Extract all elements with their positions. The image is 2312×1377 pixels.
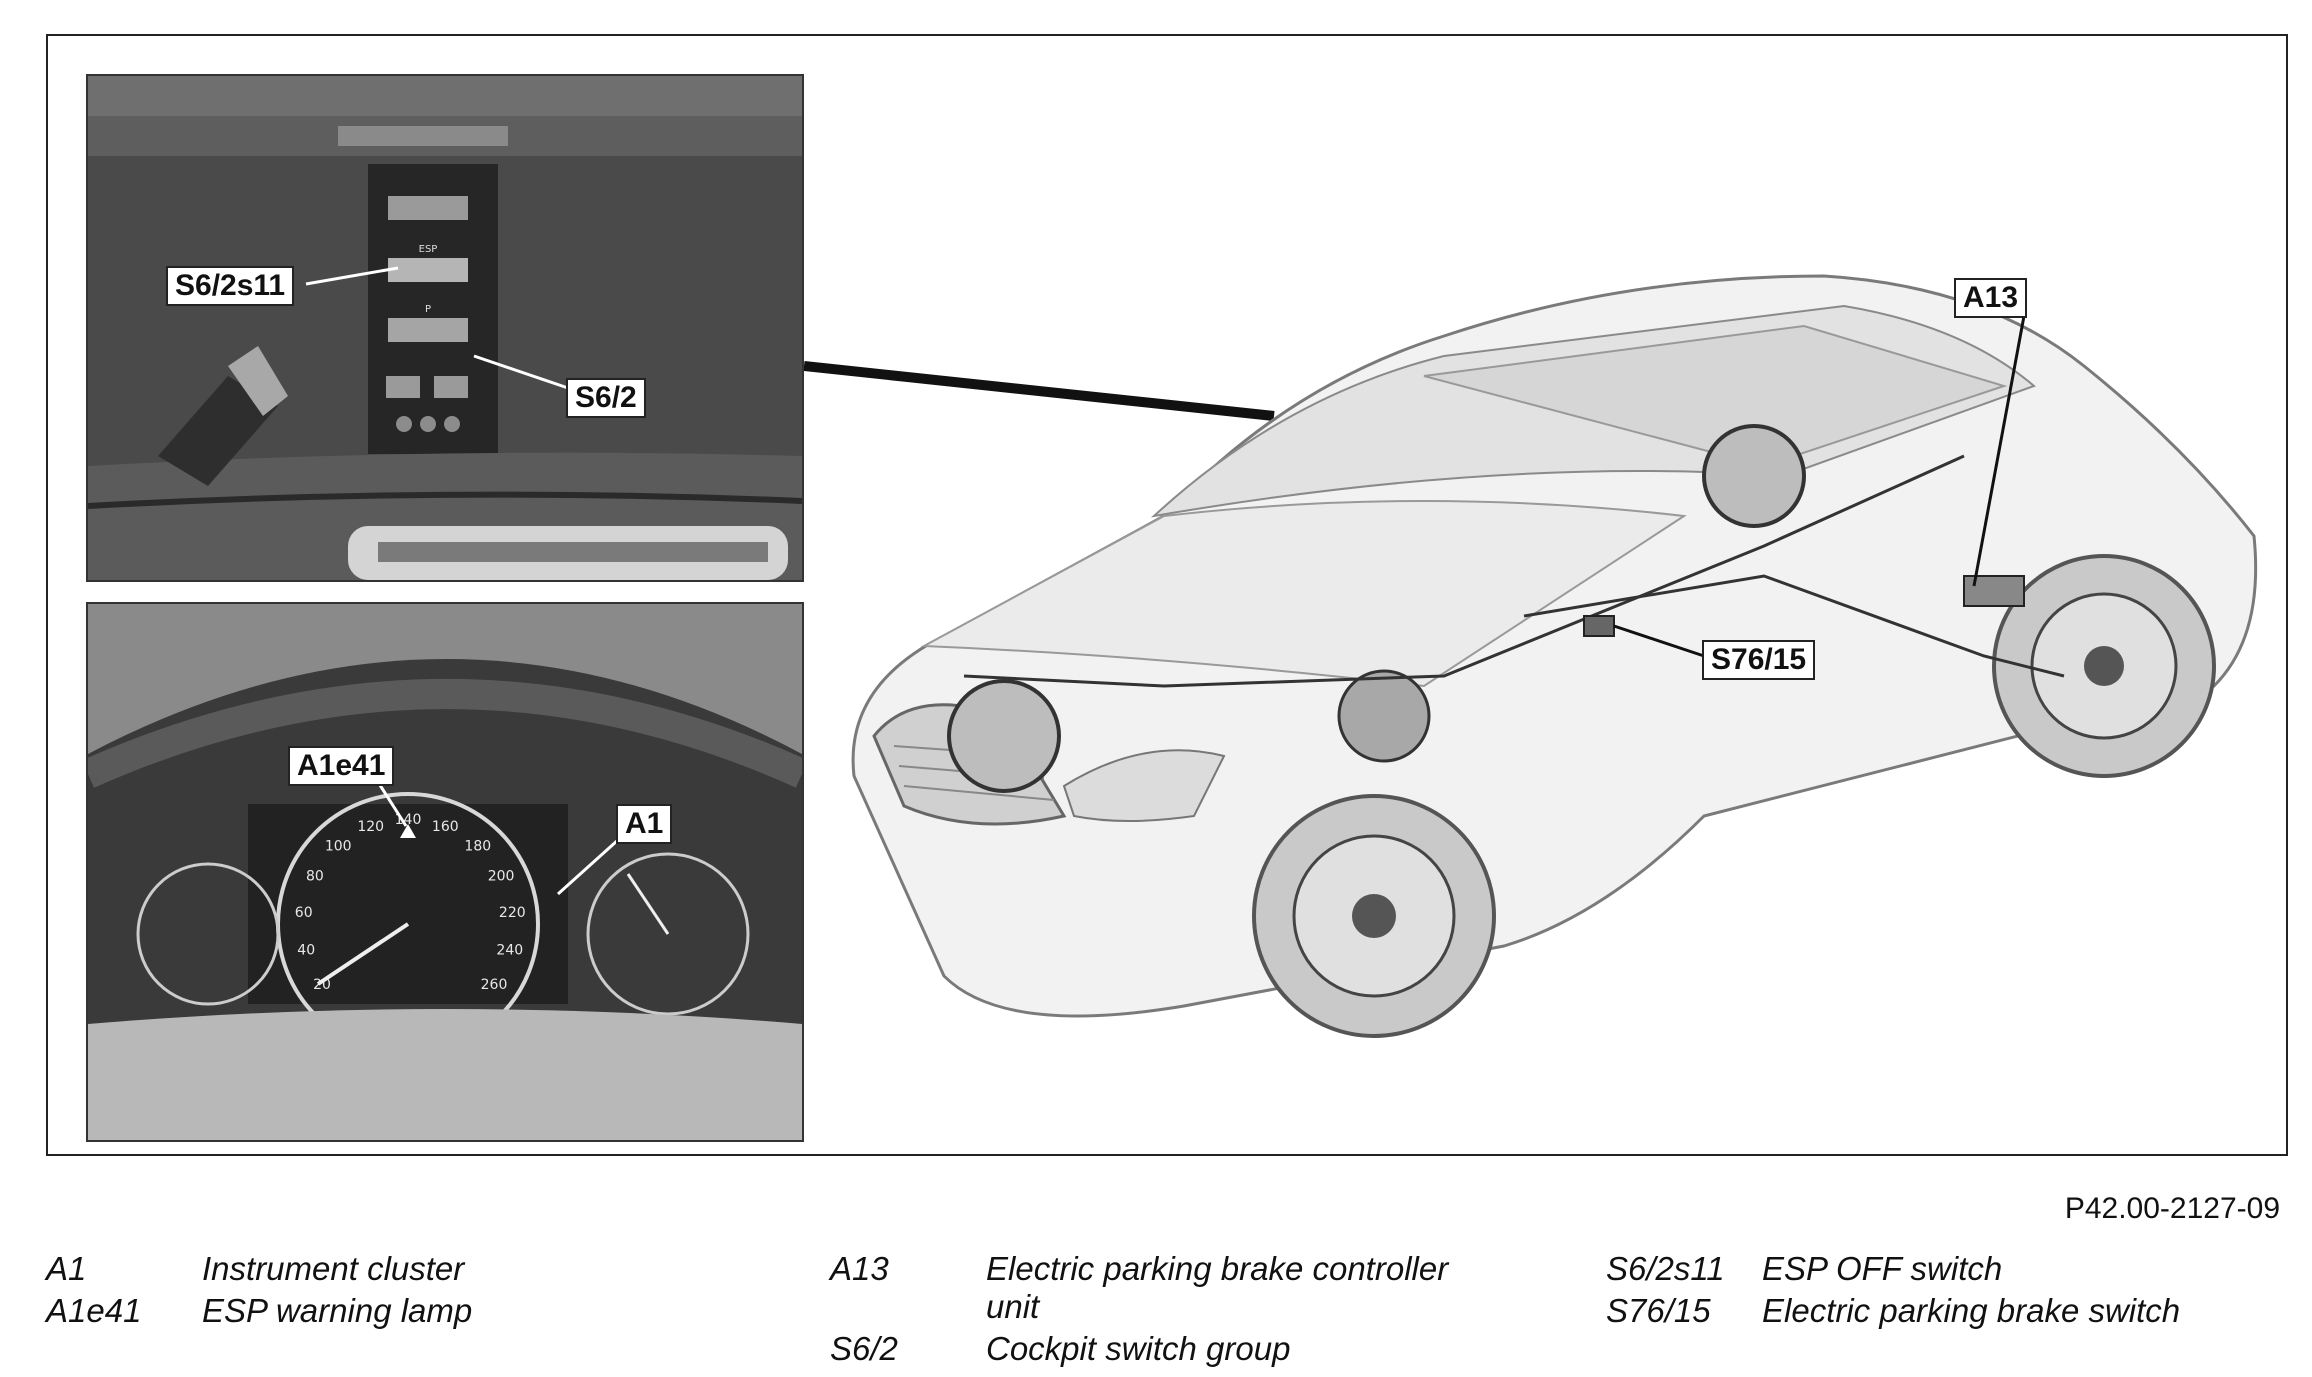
car-body <box>851 274 2258 1018</box>
speedometer-tick-label: 200 <box>488 869 515 885</box>
legend-column-1: A1 Instrument cluster A1e41 ESP warning … <box>46 1250 666 1334</box>
windshield <box>1423 324 2008 468</box>
leader-line-a1 <box>556 838 620 896</box>
esp-warning-lamp <box>400 824 416 838</box>
speedometer-tick-label: 80 <box>306 869 324 885</box>
speedometer-tick-label: 220 <box>499 905 526 921</box>
callout-a13: A13 <box>1954 278 2028 318</box>
switch-button <box>388 196 468 220</box>
switch-label-esp: ESP <box>419 244 438 255</box>
leader-line-s6-2 <box>473 354 569 390</box>
leader-line-s6-2s11 <box>305 266 399 286</box>
cockpit-switch-illustration: ESP P <box>88 76 802 580</box>
front-wheel <box>1252 794 1496 1038</box>
leader-line-a13 <box>1972 315 2026 587</box>
rear-brake-disc <box>1702 424 1806 528</box>
legend-desc: Cockpit switch group <box>986 1330 1291 1367</box>
car-hood <box>920 500 1687 688</box>
legend-code: A1 <box>46 1250 87 1287</box>
legend-item: A1e41 ESP warning lamp <box>46 1292 666 1334</box>
speedometer-tick-label: 40 <box>297 943 315 959</box>
legend-code: A13 <box>830 1250 889 1287</box>
speedometer-tick-label: 60 <box>295 905 313 921</box>
legend-item: S6/2 Cockpit switch group <box>830 1330 1550 1372</box>
speedometer-tick-label: 240 <box>496 943 523 959</box>
legend-desc: Instrument cluster <box>202 1250 465 1287</box>
rear-wheel <box>1992 554 2216 778</box>
legend-desc: Electric parking brake controller unit <box>986 1250 1449 1325</box>
car-illustration-area: A13 S76/15 <box>804 216 2284 1076</box>
callout-s6-2s11: S6/2s11 <box>166 266 295 306</box>
switch-label-p: P <box>425 304 431 315</box>
speedometer-tick-label: 180 <box>464 839 491 855</box>
legend-desc: Electric parking brake switch <box>1762 1292 2181 1329</box>
epb-switch <box>1583 615 1615 637</box>
headlight <box>1062 749 1226 822</box>
legend-item: A13 Electric parking brake controller un… <box>830 1250 1550 1330</box>
speedometer-needle <box>316 922 410 986</box>
legend-desc: ESP warning lamp <box>202 1292 473 1329</box>
brake-booster <box>1337 669 1431 763</box>
callout-s6-2: S6/2 <box>566 378 646 418</box>
figure-id: P42.00-2127-09 <box>2064 1192 2280 1225</box>
legend-code: S6/2s11 <box>1606 1250 1725 1287</box>
legend-code: A1e41 <box>46 1292 142 1329</box>
brake-line <box>963 454 1965 688</box>
leader-line-s76-15 <box>1613 624 1705 658</box>
legend-item: S76/15 Electric parking brake switch <box>1606 1292 2286 1334</box>
legend-code: S76/15 <box>1606 1292 1711 1329</box>
callout-a1: A1 <box>616 804 673 844</box>
legend-desc: ESP OFF switch <box>1762 1250 2003 1287</box>
speedometer-tick-label: 100 <box>325 839 352 855</box>
legend-code: S6/2 <box>830 1330 898 1367</box>
legend-item: A1 Instrument cluster <box>46 1250 666 1292</box>
speedometer-tick-label: 160 <box>432 819 459 835</box>
callout-a1e41: A1e41 <box>288 746 395 786</box>
parking-brake-cable <box>1523 574 2065 678</box>
legend-column-3: S6/2s11 ESP OFF switch S76/15 Electric p… <box>1606 1250 2286 1334</box>
car-illustration <box>804 274 2258 1038</box>
speedometer-tick-label: 260 <box>481 977 508 993</box>
leader-line-a1e41 <box>376 781 408 827</box>
speedometer-tick-label: 20 <box>313 977 331 993</box>
parking-switch <box>388 318 468 342</box>
esp-off-switch <box>388 258 468 282</box>
cockpit-switch-inset: ESP P S6/2s11 S6/2 <box>86 74 804 582</box>
front-brake-disc <box>947 679 1061 793</box>
epb-controller-unit <box>1963 575 2025 607</box>
pointer-line-to-cockpit <box>804 361 1275 421</box>
callout-s76-15: S76/15 <box>1702 640 1816 680</box>
speedometer-tick-label: 120 <box>357 819 384 835</box>
legend-column-2: A13 Electric parking brake controller un… <box>830 1250 1550 1372</box>
legend-item: S6/2s11 ESP OFF switch <box>1606 1250 2286 1292</box>
